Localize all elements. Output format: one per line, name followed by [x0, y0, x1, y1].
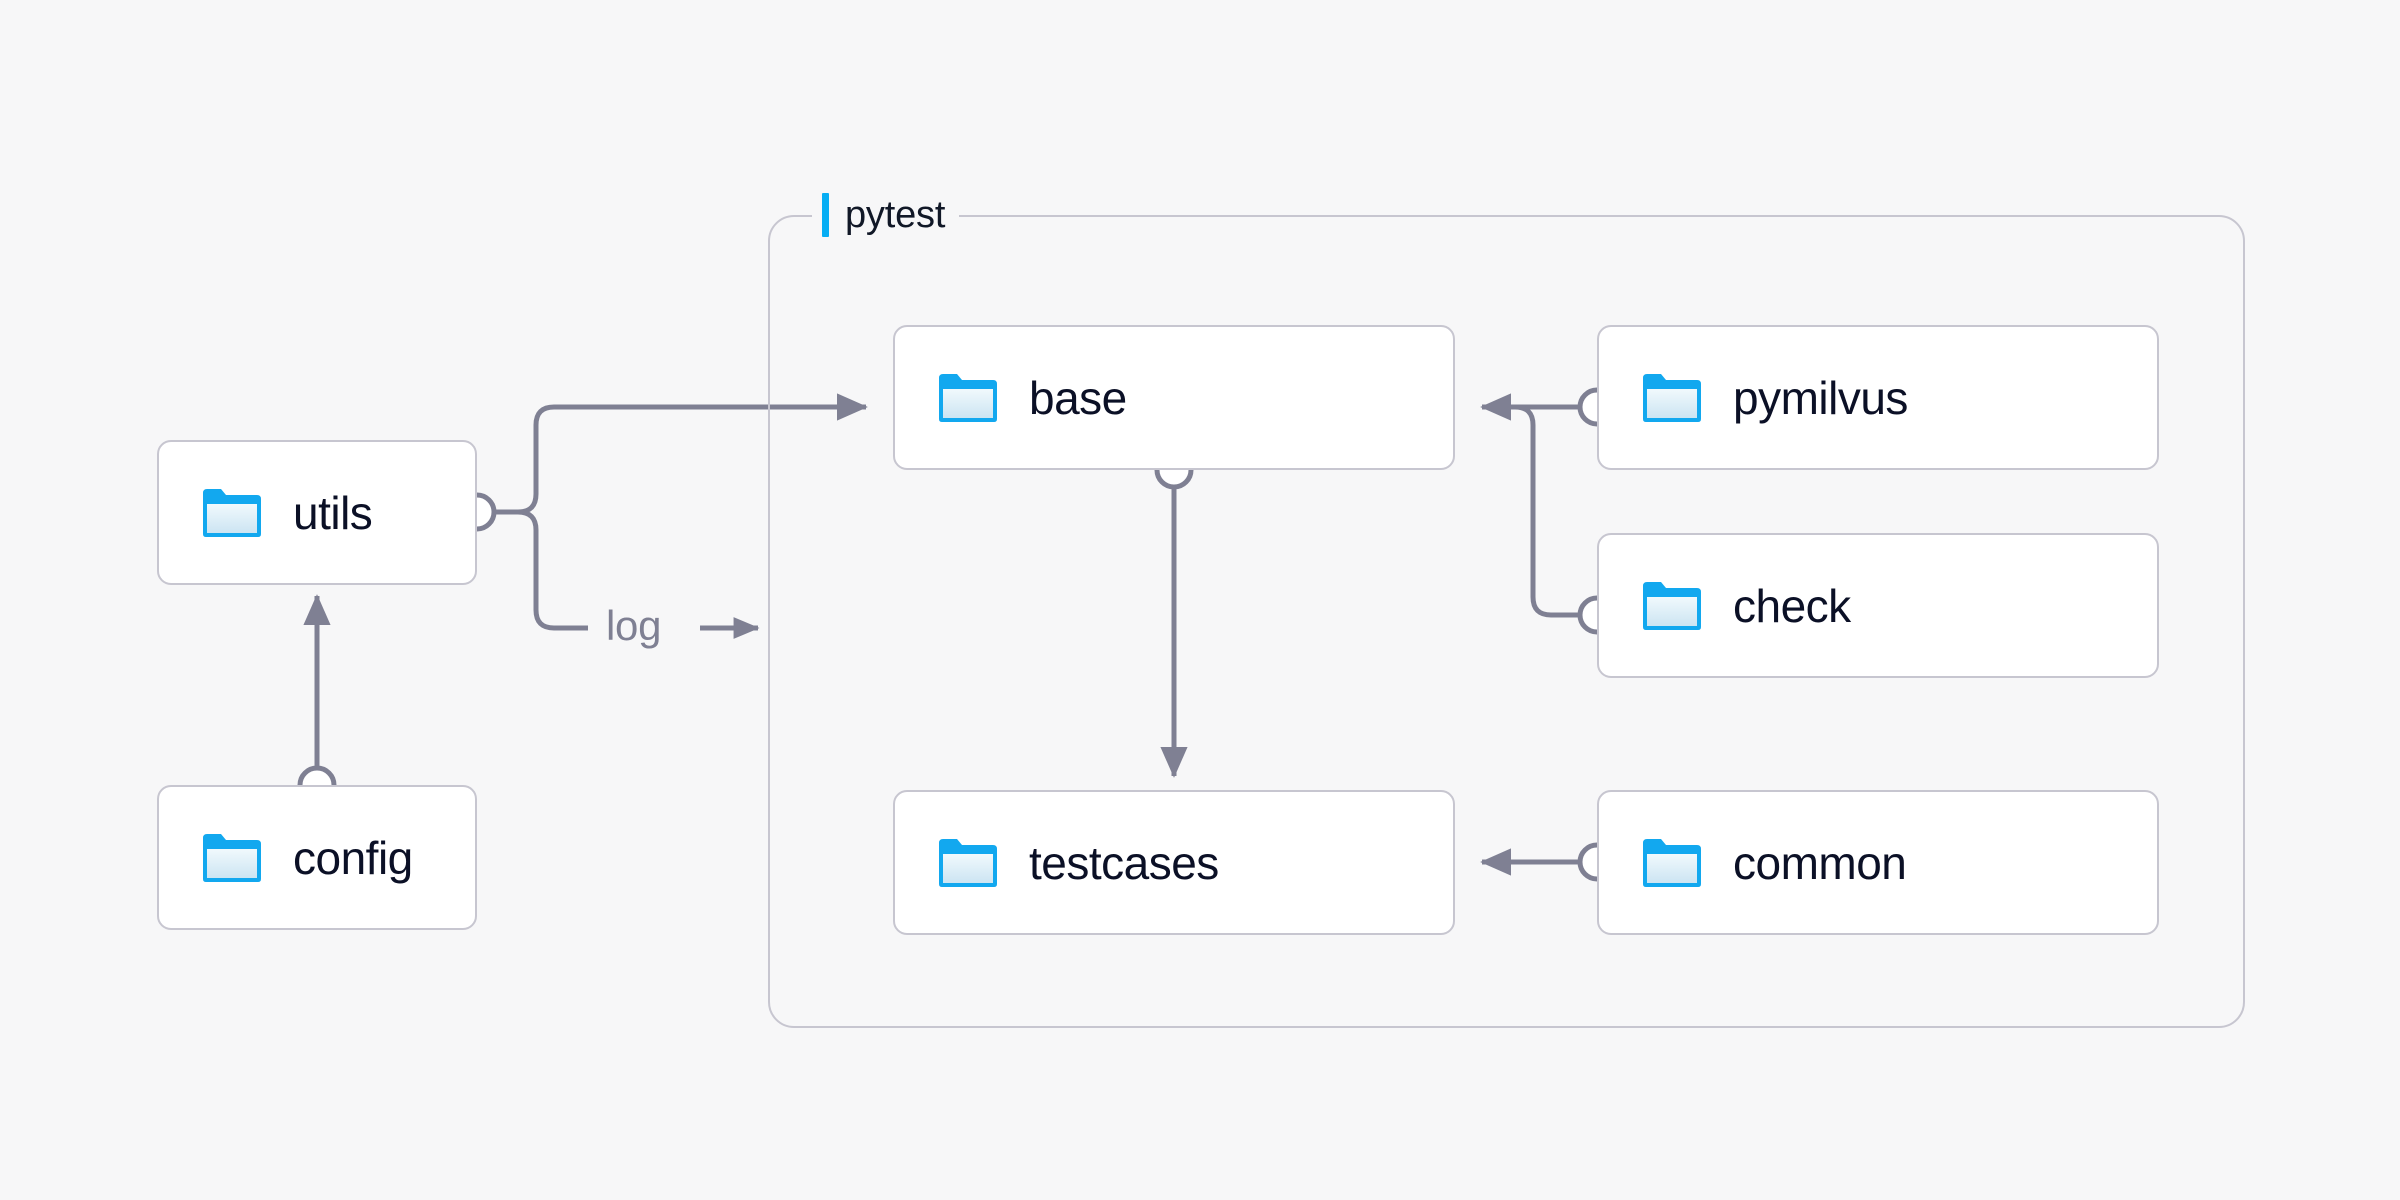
node-check[interactable]: check	[1597, 533, 2159, 678]
folder-icon	[203, 833, 261, 882]
node-testcases[interactable]: testcases	[893, 790, 1455, 935]
node-label: utils	[293, 486, 373, 539]
node-label: config	[293, 831, 413, 884]
folder-icon	[1643, 373, 1701, 422]
node-label: testcases	[1029, 836, 1219, 889]
node-label: pymilvus	[1733, 371, 1908, 424]
node-label: base	[1029, 371, 1127, 424]
node-label: common	[1733, 836, 1907, 889]
group-title-label: pytest	[845, 193, 946, 236]
node-utils[interactable]: utils	[157, 440, 477, 585]
folder-icon	[1643, 581, 1701, 630]
edge-config-utils	[297, 594, 337, 805]
node-label: check	[1733, 579, 1851, 632]
node-common[interactable]: common	[1597, 790, 2159, 935]
folder-icon	[1643, 838, 1701, 887]
group-pytest-title: pytest	[812, 189, 960, 241]
node-config[interactable]: config	[157, 785, 477, 930]
node-base[interactable]: base	[893, 325, 1455, 470]
folder-icon	[203, 488, 261, 537]
edge-label-log: log	[596, 605, 672, 647]
group-pytest[interactable]	[768, 215, 2245, 1028]
node-pymilvus[interactable]: pymilvus	[1597, 325, 2159, 470]
folder-icon	[939, 838, 997, 887]
folder-icon	[939, 373, 997, 422]
group-accent-bar	[822, 193, 829, 237]
